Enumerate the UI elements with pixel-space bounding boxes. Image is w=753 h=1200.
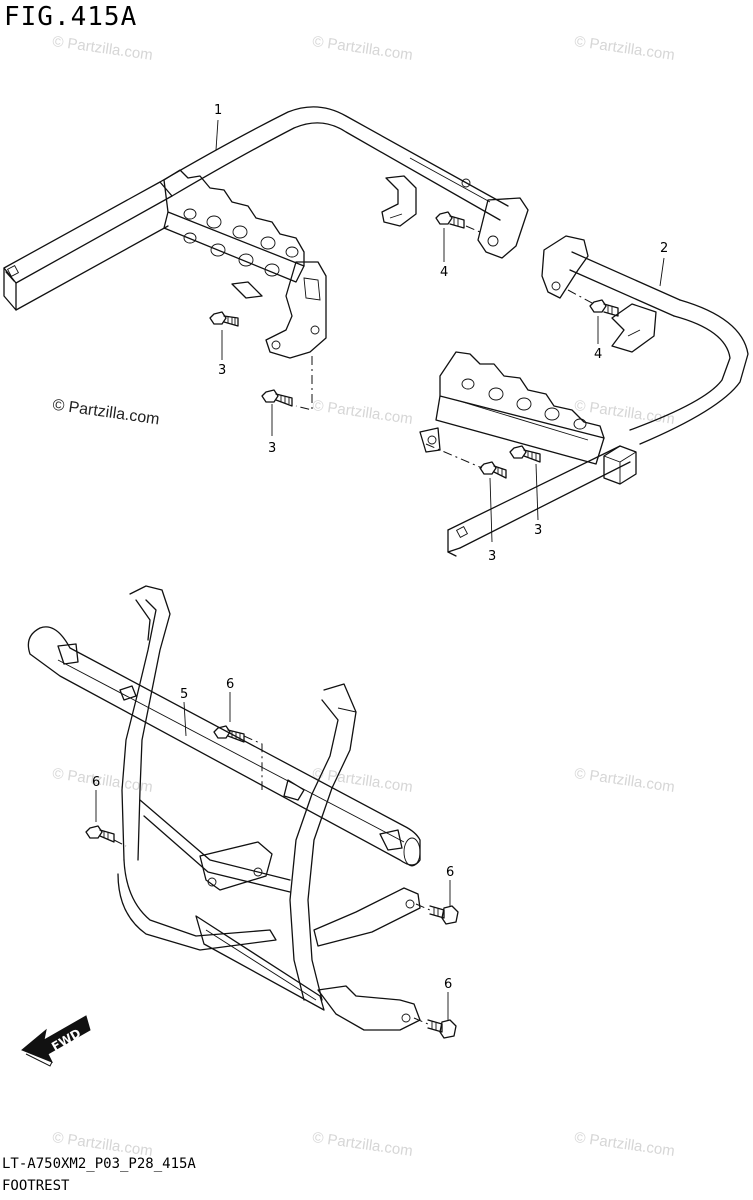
- callout-6: 6: [92, 775, 100, 790]
- callout-5: 5: [180, 687, 188, 702]
- callout-6: 6: [444, 977, 452, 992]
- callout-6: 6: [226, 677, 234, 692]
- fwd-arrow-icon: FWD: [21, 1015, 91, 1067]
- bolt-3-b[interactable]: [261, 389, 293, 407]
- bolt-6-c[interactable]: [429, 905, 459, 925]
- callout-3: 3: [488, 549, 496, 564]
- diagram-code: LT-A750XM2_P03_P28_415A: [2, 1156, 196, 1172]
- callout-4: 4: [594, 347, 602, 362]
- leader-lines: [95, 119, 665, 1020]
- diagram-name: FOOTREST: [2, 1178, 70, 1194]
- part-1-footrest-left[interactable]: [3, 106, 529, 359]
- callout-6: 6: [446, 865, 454, 880]
- callout-3: 3: [218, 363, 226, 378]
- bolt-3-c[interactable]: [479, 461, 507, 479]
- callout-3: 3: [268, 441, 276, 456]
- bolt-4-b[interactable]: [589, 299, 619, 317]
- bolt-4-a[interactable]: [435, 211, 465, 229]
- callout-3: 3: [534, 523, 542, 538]
- callout-1: 1: [214, 103, 222, 118]
- part-5-front-guard[interactable]: [27, 585, 421, 1031]
- figure-title: FIG.415A: [4, 2, 138, 32]
- install-lines: [113, 225, 595, 1025]
- bolt-3-a[interactable]: [209, 311, 239, 327]
- bolt-6-b[interactable]: [85, 825, 115, 843]
- part-2-footrest-right[interactable]: [419, 235, 749, 557]
- bolt-6-a[interactable]: [213, 725, 245, 743]
- bolt-6-d[interactable]: [427, 1019, 457, 1039]
- callout-4: 4: [440, 265, 448, 280]
- callout-2: 2: [660, 241, 668, 256]
- bolt-3-d[interactable]: [509, 445, 541, 463]
